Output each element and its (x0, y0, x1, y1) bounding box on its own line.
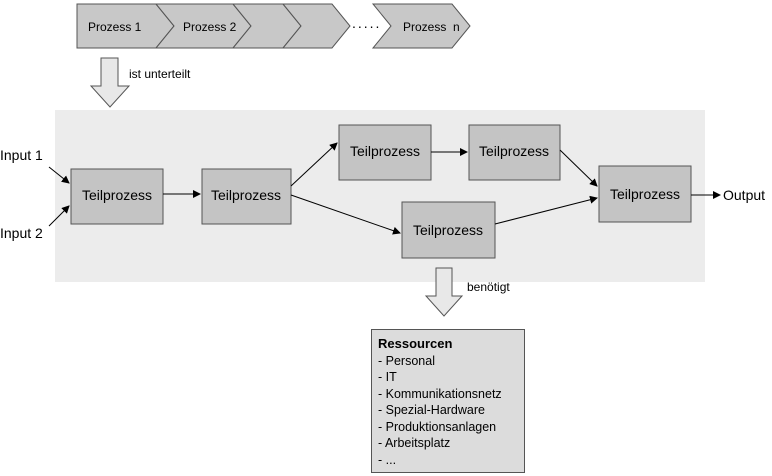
chevron-label-1: Prozess 1 (88, 20, 142, 34)
input-2-label: Input 2 (0, 225, 43, 241)
input-2-arrow (48, 205, 70, 227)
chevron-label-2: Prozess 2 (183, 20, 237, 34)
label-benoetigt: benötigt (467, 280, 510, 294)
resource-item-it: - IT (378, 370, 397, 384)
output-label: Output (723, 187, 765, 203)
subprocess-box-3 (338, 124, 432, 181)
chevron-label-n: Prozess n (403, 20, 460, 34)
input-1-label: Input 1 (0, 147, 43, 163)
subprocess-box-5 (401, 201, 496, 259)
subprocess-label-1: Teilprozess (82, 187, 152, 203)
subprocess-box-4 (468, 124, 561, 181)
resource-item-ellipsis: - ... (378, 452, 397, 467)
flow-arrow-2-3 (290, 142, 338, 187)
subprocess-label-5: Teilprozess (413, 222, 483, 238)
resource-item-personal: - Personal (378, 353, 435, 368)
block-arrow-down-1 (89, 57, 131, 108)
input-1-arrow (48, 166, 70, 184)
subprocess-box-6 (598, 165, 692, 223)
resources-box: Ressourcen - Personal - IT - Kommunikati… (371, 329, 525, 473)
resource-item-kommunikationsnetz: - Kommunikationsnetz (378, 386, 502, 401)
resource-item-spezial-hardware: - Spezial-Hardware (378, 403, 485, 417)
subprocess-box-1 (70, 168, 164, 225)
resource-item-produktionsanlagen: - Produktionsanlagen (378, 419, 497, 434)
flow-arrow-4-6 (559, 149, 598, 187)
subprocess-box-2 (201, 168, 292, 225)
subprocess-label-2: Teilprozess (211, 187, 281, 203)
label-ist-unterteilt: ist unterteilt (129, 67, 191, 81)
chevron-prozess-n (371, 3, 471, 49)
subprocess-label-3: Teilprozess (350, 143, 420, 159)
subprocess-label-4: Teilprozess (479, 143, 549, 159)
flow-arrow-5-6 (494, 195, 598, 225)
resource-item-arbeitsplatz: - Arbeitsplatz (378, 436, 451, 450)
block-arrow-down-2 (424, 267, 464, 317)
flow-arrow-2-5 (290, 194, 401, 235)
subprocess-label-6: Teilprozess (610, 186, 680, 202)
chevron-ellipsis: ..... (352, 15, 381, 31)
resources-title: Ressourcen (378, 336, 453, 351)
chevron-4 (281, 3, 351, 49)
